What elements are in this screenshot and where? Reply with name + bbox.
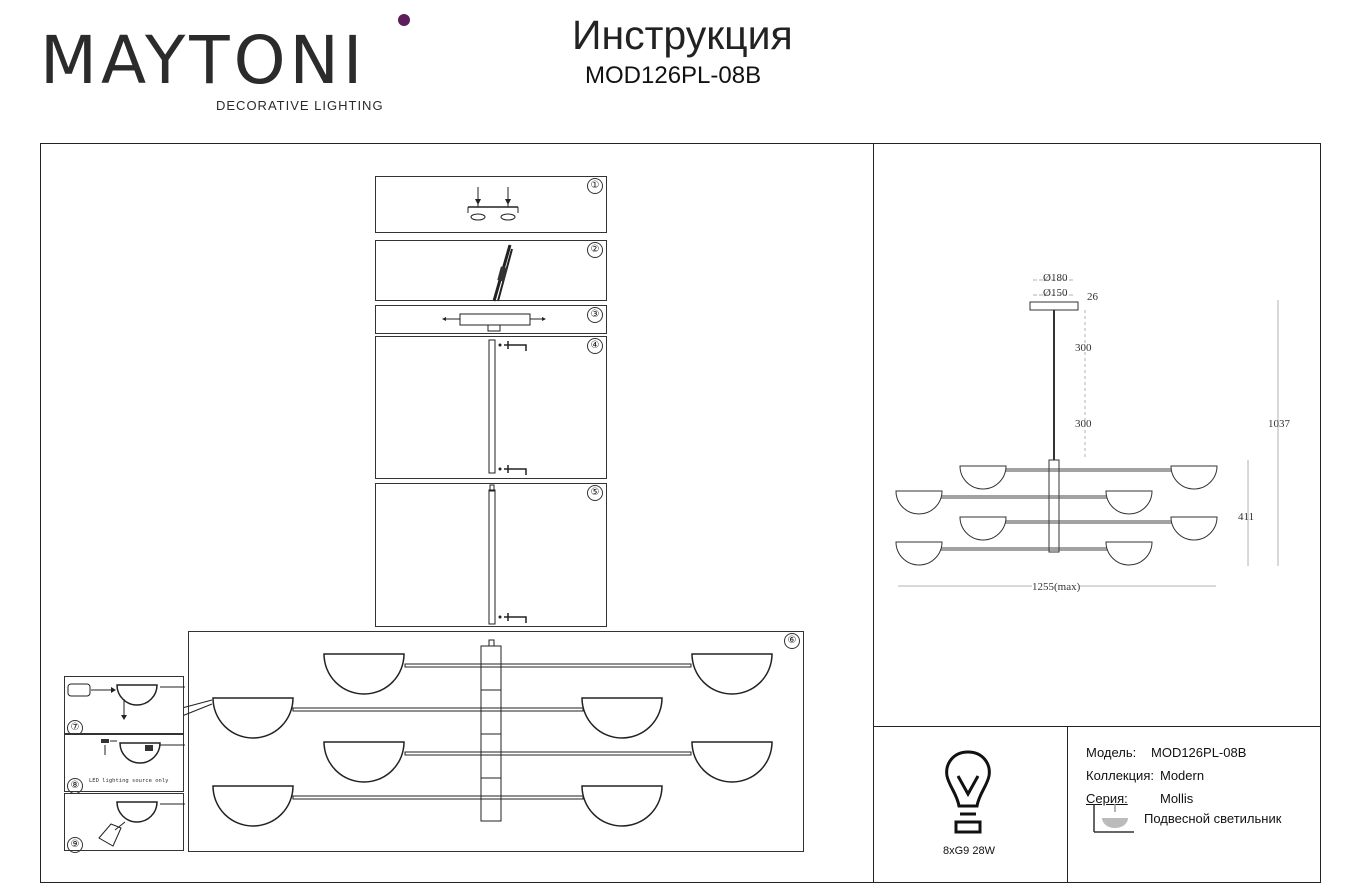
dim-width: 1255(max) — [1032, 581, 1081, 593]
step-number: ⑧ — [67, 778, 83, 794]
model-label: Модель: — [1086, 745, 1137, 760]
bulb-icon — [945, 750, 991, 834]
dimension-lines — [895, 279, 1279, 587]
step-5-panel: ⑤ — [375, 483, 607, 627]
wire-connection-diagram — [492, 244, 513, 302]
dim-total-height: 1037 — [1268, 418, 1290, 430]
bulb-spec: 8xG9 28W — [943, 845, 995, 857]
rod-assembly-diagram — [488, 339, 527, 475]
dim-diameter-180: Ø180 — [1043, 272, 1068, 284]
brand-tagline: DECORATIVE LIGHTING — [216, 98, 384, 113]
frame-divider-vertical — [873, 143, 874, 883]
step-1-panel: ① — [375, 176, 607, 233]
frame-divider-horizontal — [873, 726, 1321, 727]
series-value: Mollis — [1160, 791, 1194, 806]
step-6-panel: ⑥ — [188, 631, 804, 852]
model-value: MOD126PL-08B — [1151, 745, 1247, 760]
fixture-assembly-diagram — [212, 639, 773, 827]
dim-rod-2: 300 — [1075, 418, 1092, 430]
document-model: MOD126PL-08B — [585, 62, 762, 89]
step-7-panel: ⑦ — [64, 676, 185, 736]
series-label: Серия: — [1086, 791, 1128, 806]
product-type: Подвесной светильник — [1144, 811, 1282, 826]
maytoni-logo: MAYTONI DECORATIVE LIGHTING — [40, 14, 420, 114]
dim-arm-height: 411 — [1238, 511, 1255, 523]
step-number: ④ — [587, 338, 603, 354]
step-8-panel: LED lighting source only ⑧ — [64, 734, 185, 794]
step-number: ② — [587, 242, 603, 258]
step-number: ⑨ — [67, 837, 83, 853]
step-2-panel: ② — [375, 240, 607, 302]
dim-rod-1: 300 — [1075, 342, 1092, 354]
pendant-lamp-icon — [1093, 804, 1134, 833]
step-3-panel: ③ — [375, 305, 607, 334]
step-number: ⑤ — [587, 485, 603, 501]
ceiling-screws-diagram — [467, 187, 519, 221]
led-note: LED lighting source only — [89, 778, 169, 784]
rod-connection-diagram — [488, 484, 527, 625]
document-title: Инструкция — [572, 12, 793, 58]
spec-divider — [1067, 726, 1068, 883]
dim-diameter-150: Ø150 — [1043, 287, 1068, 299]
step-9-panel: ⑨ — [64, 793, 185, 853]
step-4-panel: ④ — [375, 336, 607, 479]
callout-lines — [181, 699, 213, 717]
step-number: ① — [587, 178, 603, 194]
step-number: ⑥ — [784, 633, 800, 649]
dim-canopy-height: 26 — [1087, 291, 1098, 303]
collection-label: Коллекция: — [1086, 768, 1154, 783]
led-source-diagram — [101, 739, 185, 764]
brand-name: MAYTONI — [40, 22, 367, 99]
step-number: ③ — [587, 307, 603, 323]
brand-accent-dot — [398, 14, 410, 26]
bulb-removal-diagram — [67, 683, 185, 720]
shade-install-diagram — [98, 801, 185, 847]
canopy-mount-diagram — [442, 313, 546, 332]
instruction-frame — [40, 143, 1321, 883]
collection-value: Modern — [1160, 768, 1205, 783]
